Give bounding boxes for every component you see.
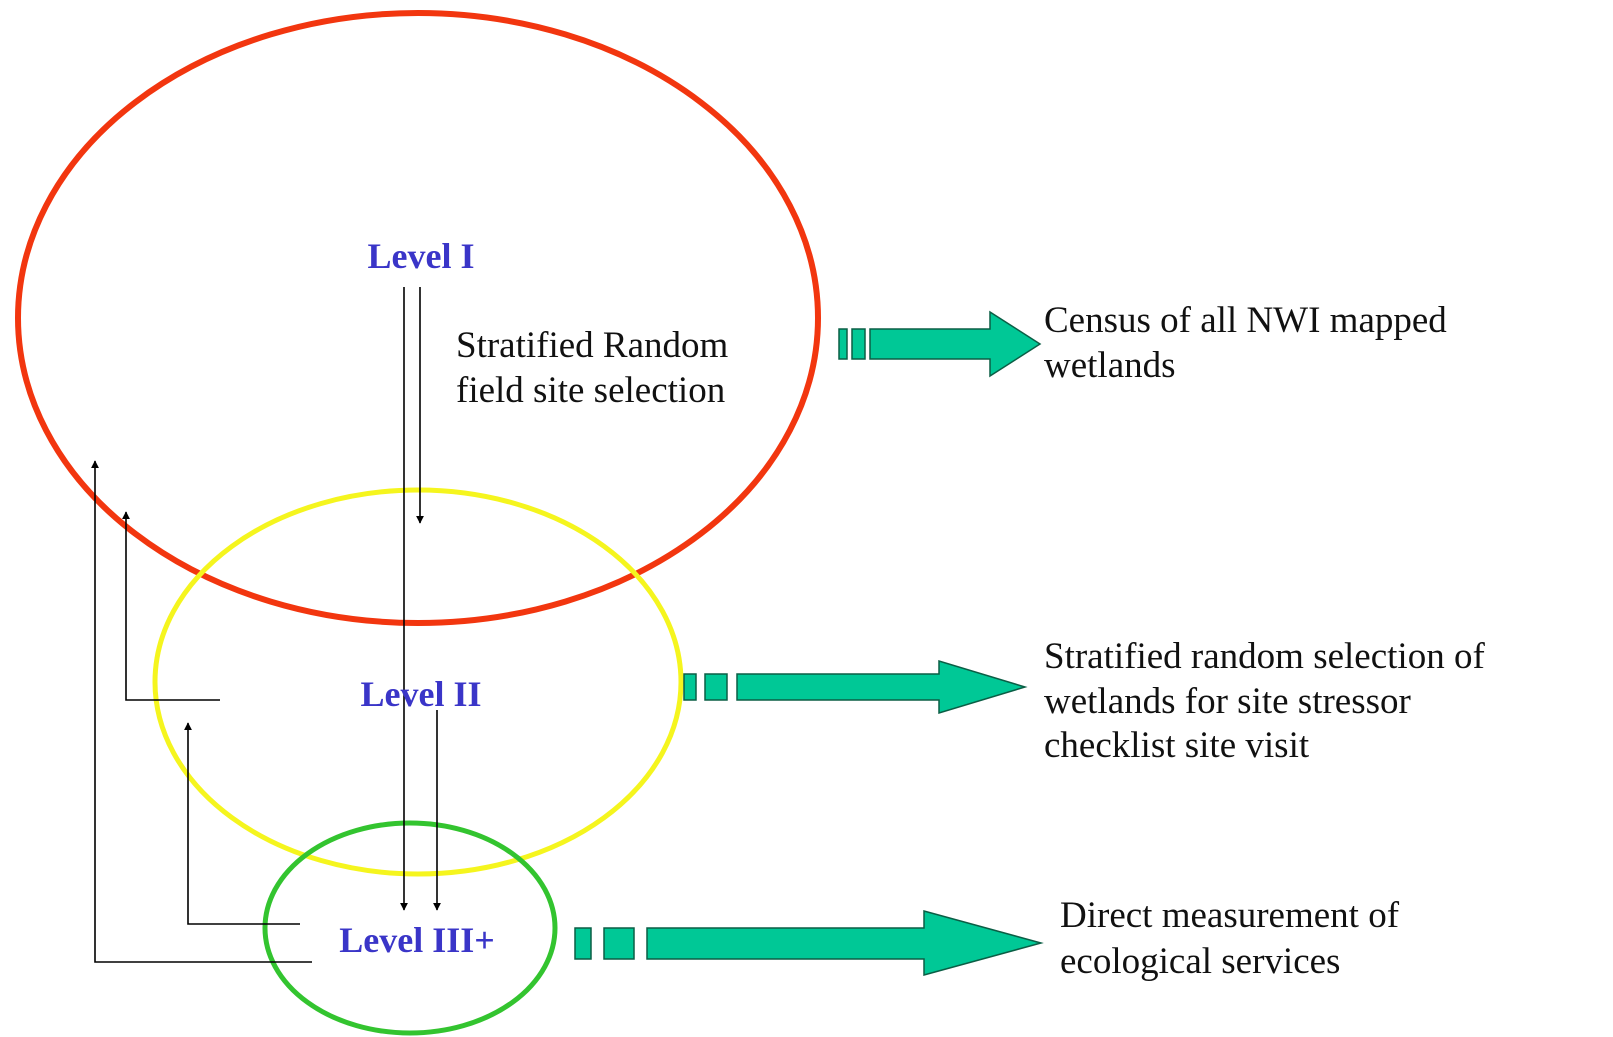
level1-outcome-text: Census of all NWI mapped wetlands: [1044, 300, 1456, 386]
level3-ellipse: [262, 820, 558, 1036]
level3-output-arrow: [574, 910, 1044, 976]
level2-label: Level II: [361, 674, 482, 714]
level3-label: Level III+: [339, 920, 495, 960]
level3-to-level1-feedback-arrow: [91, 460, 312, 963]
level3-outcome-text: Direct measurement of ecological service…: [1060, 895, 1408, 982]
level2-to-level1-feedback-arrow: [122, 511, 220, 701]
level1-ellipse: [15, 10, 821, 626]
level1-output-arrow: [838, 310, 1042, 378]
level2-ellipse: [152, 487, 684, 877]
level2-outcome-text: Stratified random selection of wetlands …: [1044, 636, 1494, 766]
stratified-random-annotation: Stratified Random field site selection: [456, 325, 738, 411]
level1-label: Level I: [368, 236, 475, 276]
level3-to-level2-feedback-arrow: [184, 722, 300, 925]
level2-output-arrow: [683, 659, 1028, 715]
